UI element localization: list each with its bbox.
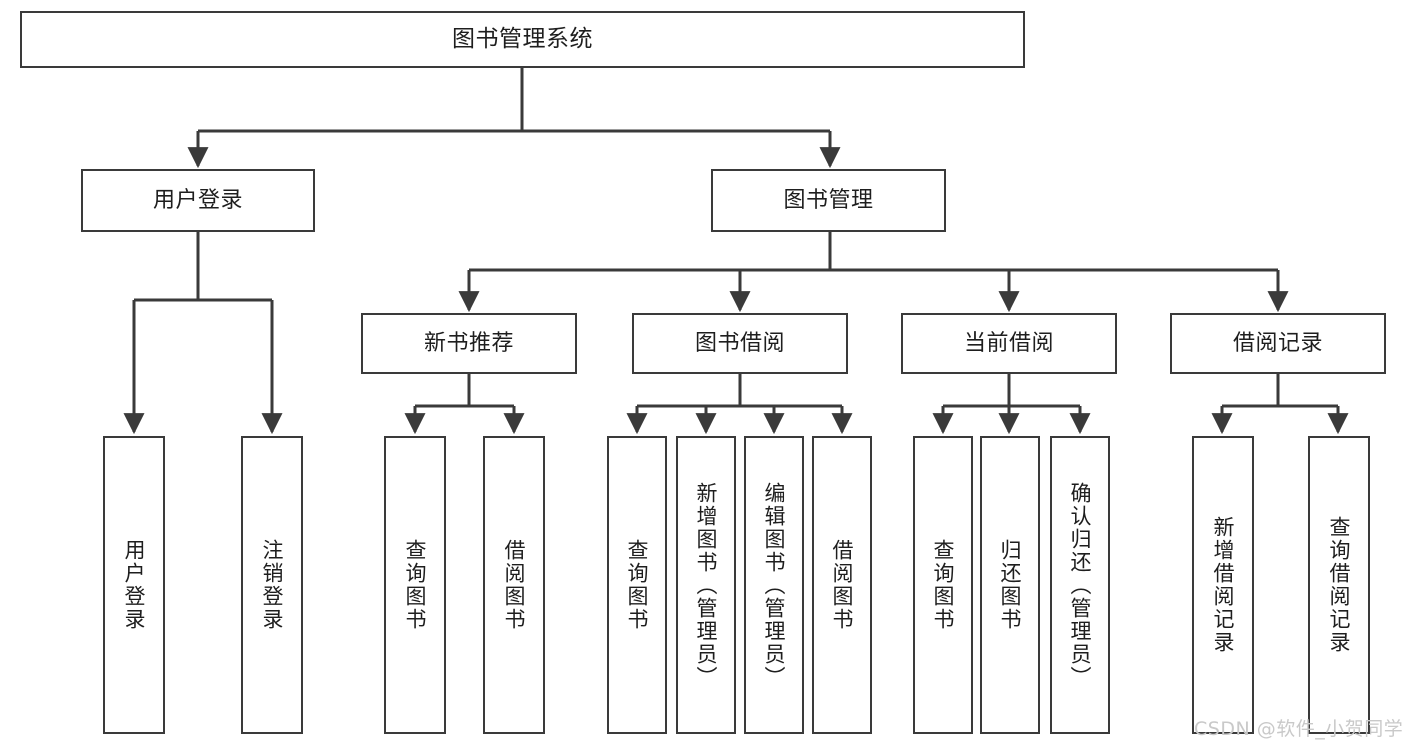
node-book-management[interactable]: 图书管理: [711, 169, 946, 232]
node-label: 用户登录: [152, 187, 243, 213]
node-current-borrow[interactable]: 当前借阅: [901, 313, 1117, 374]
leaf-user-login-login[interactable]: 用户登录: [103, 436, 165, 734]
leaf-new-book-borrow-book[interactable]: 借阅图书: [483, 436, 545, 734]
leaf-current-borrow-confirm-return[interactable]: 确认归还（管理员）: [1050, 436, 1110, 734]
node-label: 注销登录: [260, 539, 285, 631]
node-label: 图书管理系统: [452, 25, 593, 52]
leaf-current-borrow-return-book[interactable]: 归还图书: [980, 436, 1040, 734]
leaf-borrow-record-query-record[interactable]: 查询借阅记录: [1308, 436, 1370, 734]
node-label: 确认归还（管理员）: [1068, 481, 1093, 689]
node-user-login[interactable]: 用户登录: [81, 169, 315, 232]
node-label: 查询图书: [403, 539, 428, 631]
node-label: 查询图书: [931, 539, 956, 631]
leaf-new-book-query-book[interactable]: 查询图书: [384, 436, 446, 734]
node-label: 归还图书: [998, 539, 1023, 631]
node-label: 新增借阅记录: [1211, 516, 1236, 654]
node-new-book-recommend[interactable]: 新书推荐: [361, 313, 577, 374]
node-book-borrow[interactable]: 图书借阅: [632, 313, 848, 374]
leaf-book-borrow-add-book[interactable]: 新增图书（管理员）: [676, 436, 736, 734]
node-label: 用户登录: [122, 539, 147, 631]
node-label: 图书管理: [783, 187, 874, 213]
node-label: 当前借阅: [963, 330, 1054, 356]
leaf-book-borrow-query-book[interactable]: 查询图书: [607, 436, 667, 734]
watermark-text: CSDN @软件_小贺同学: [1194, 718, 1404, 740]
node-label: 借阅图书: [830, 539, 855, 631]
leaf-book-borrow-edit-book[interactable]: 编辑图书（管理员）: [744, 436, 804, 734]
leaf-current-borrow-query-book[interactable]: 查询图书: [913, 436, 973, 734]
node-label: 新增图书（管理员）: [694, 481, 719, 689]
node-label: 查询图书: [625, 539, 650, 631]
node-label: 编辑图书（管理员）: [762, 481, 787, 689]
leaf-book-borrow-borrow-book[interactable]: 借阅图书: [812, 436, 872, 734]
node-label: 图书借阅: [694, 330, 785, 356]
node-label: 查询借阅记录: [1327, 516, 1352, 654]
node-label: 新书推荐: [423, 330, 514, 356]
node-borrow-record[interactable]: 借阅记录: [1170, 313, 1386, 374]
node-label: 借阅记录: [1232, 330, 1323, 356]
leaf-user-login-logout[interactable]: 注销登录: [241, 436, 303, 734]
node-label: 借阅图书: [502, 539, 527, 631]
leaf-borrow-record-add-record[interactable]: 新增借阅记录: [1192, 436, 1254, 734]
node-root-system[interactable]: 图书管理系统: [20, 11, 1025, 68]
